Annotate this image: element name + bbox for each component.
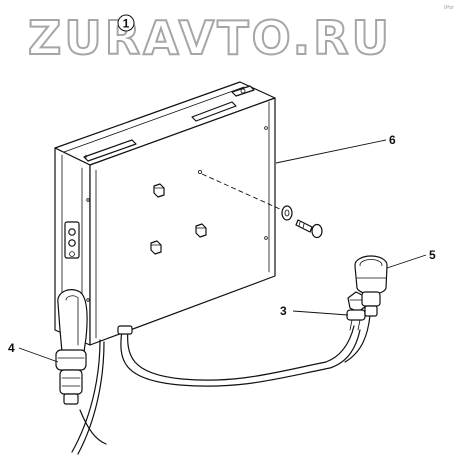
callout-3-label: 3 — [280, 304, 287, 318]
connector-4-boot-highlight — [65, 295, 79, 346]
top-rail-middle — [191, 101, 237, 122]
side-connector-panel — [64, 221, 80, 259]
callout-6-label: 6 — [389, 133, 396, 147]
connector-5-body — [354, 265, 388, 295]
callout-5: 5 — [386, 248, 436, 269]
side-rivet-bottom — [86, 298, 90, 302]
top-inner-edge — [63, 86, 245, 153]
harness-cable-to-connector-4 — [71, 339, 101, 453]
callout-6-leader — [275, 139, 387, 164]
callout-4: 4 — [8, 341, 59, 363]
callout-4-label: 4 — [8, 341, 15, 355]
watermark-text: ZURAVTO.RU — [28, 11, 392, 65]
front-screw-hole-tr — [264, 126, 268, 130]
callout-5-leader — [386, 254, 427, 269]
callout-1-label: 1 — [123, 17, 130, 31]
callout-1-circle — [117, 14, 135, 32]
box-front-face — [89, 97, 276, 346]
nut-upper-left — [153, 183, 165, 198]
mounting-bolt — [295, 219, 323, 239]
harness-grommet — [117, 325, 133, 335]
mounting-hole — [197, 169, 202, 174]
connector-5-tail — [364, 305, 378, 317]
connector-4 — [55, 289, 88, 405]
harness-cable-to-connector-5 — [344, 314, 371, 363]
callout-1: 1 — [117, 14, 135, 32]
washer — [281, 205, 293, 221]
connector-5-collar — [361, 291, 381, 307]
connector-4-tail — [63, 393, 79, 405]
nut-lower-left — [150, 240, 162, 255]
top-rail-right — [231, 85, 255, 97]
connector-5 — [354, 255, 388, 317]
connector-4-collar — [55, 349, 87, 371]
connector-3-body — [346, 309, 366, 321]
nut-middle — [195, 223, 207, 238]
connector-4-boot — [57, 289, 88, 353]
callout-4-leader — [18, 347, 59, 363]
harness-cable-main — [120, 329, 361, 387]
front-screw-hole-br — [264, 236, 268, 240]
top-rail-left — [83, 139, 137, 162]
callout-3: 3 — [280, 304, 349, 318]
connector-4-body — [59, 369, 83, 395]
side-rivet-top — [86, 198, 90, 202]
harness-cable-inner — [127, 325, 355, 381]
callout-3-leader — [292, 310, 349, 316]
harness-loop — [79, 409, 107, 445]
watermark: ZURAVTO.RU — [27, 10, 392, 66]
assembly-axis-line — [201, 173, 283, 211]
corner-mark: tPor — [444, 5, 455, 11]
harness-cable-to-connector-4-b — [77, 341, 105, 455]
callout-6: 6 — [275, 133, 396, 164]
callout-5-label: 5 — [429, 248, 436, 262]
wiring-harness — [71, 314, 371, 455]
control-box — [54, 81, 276, 346]
